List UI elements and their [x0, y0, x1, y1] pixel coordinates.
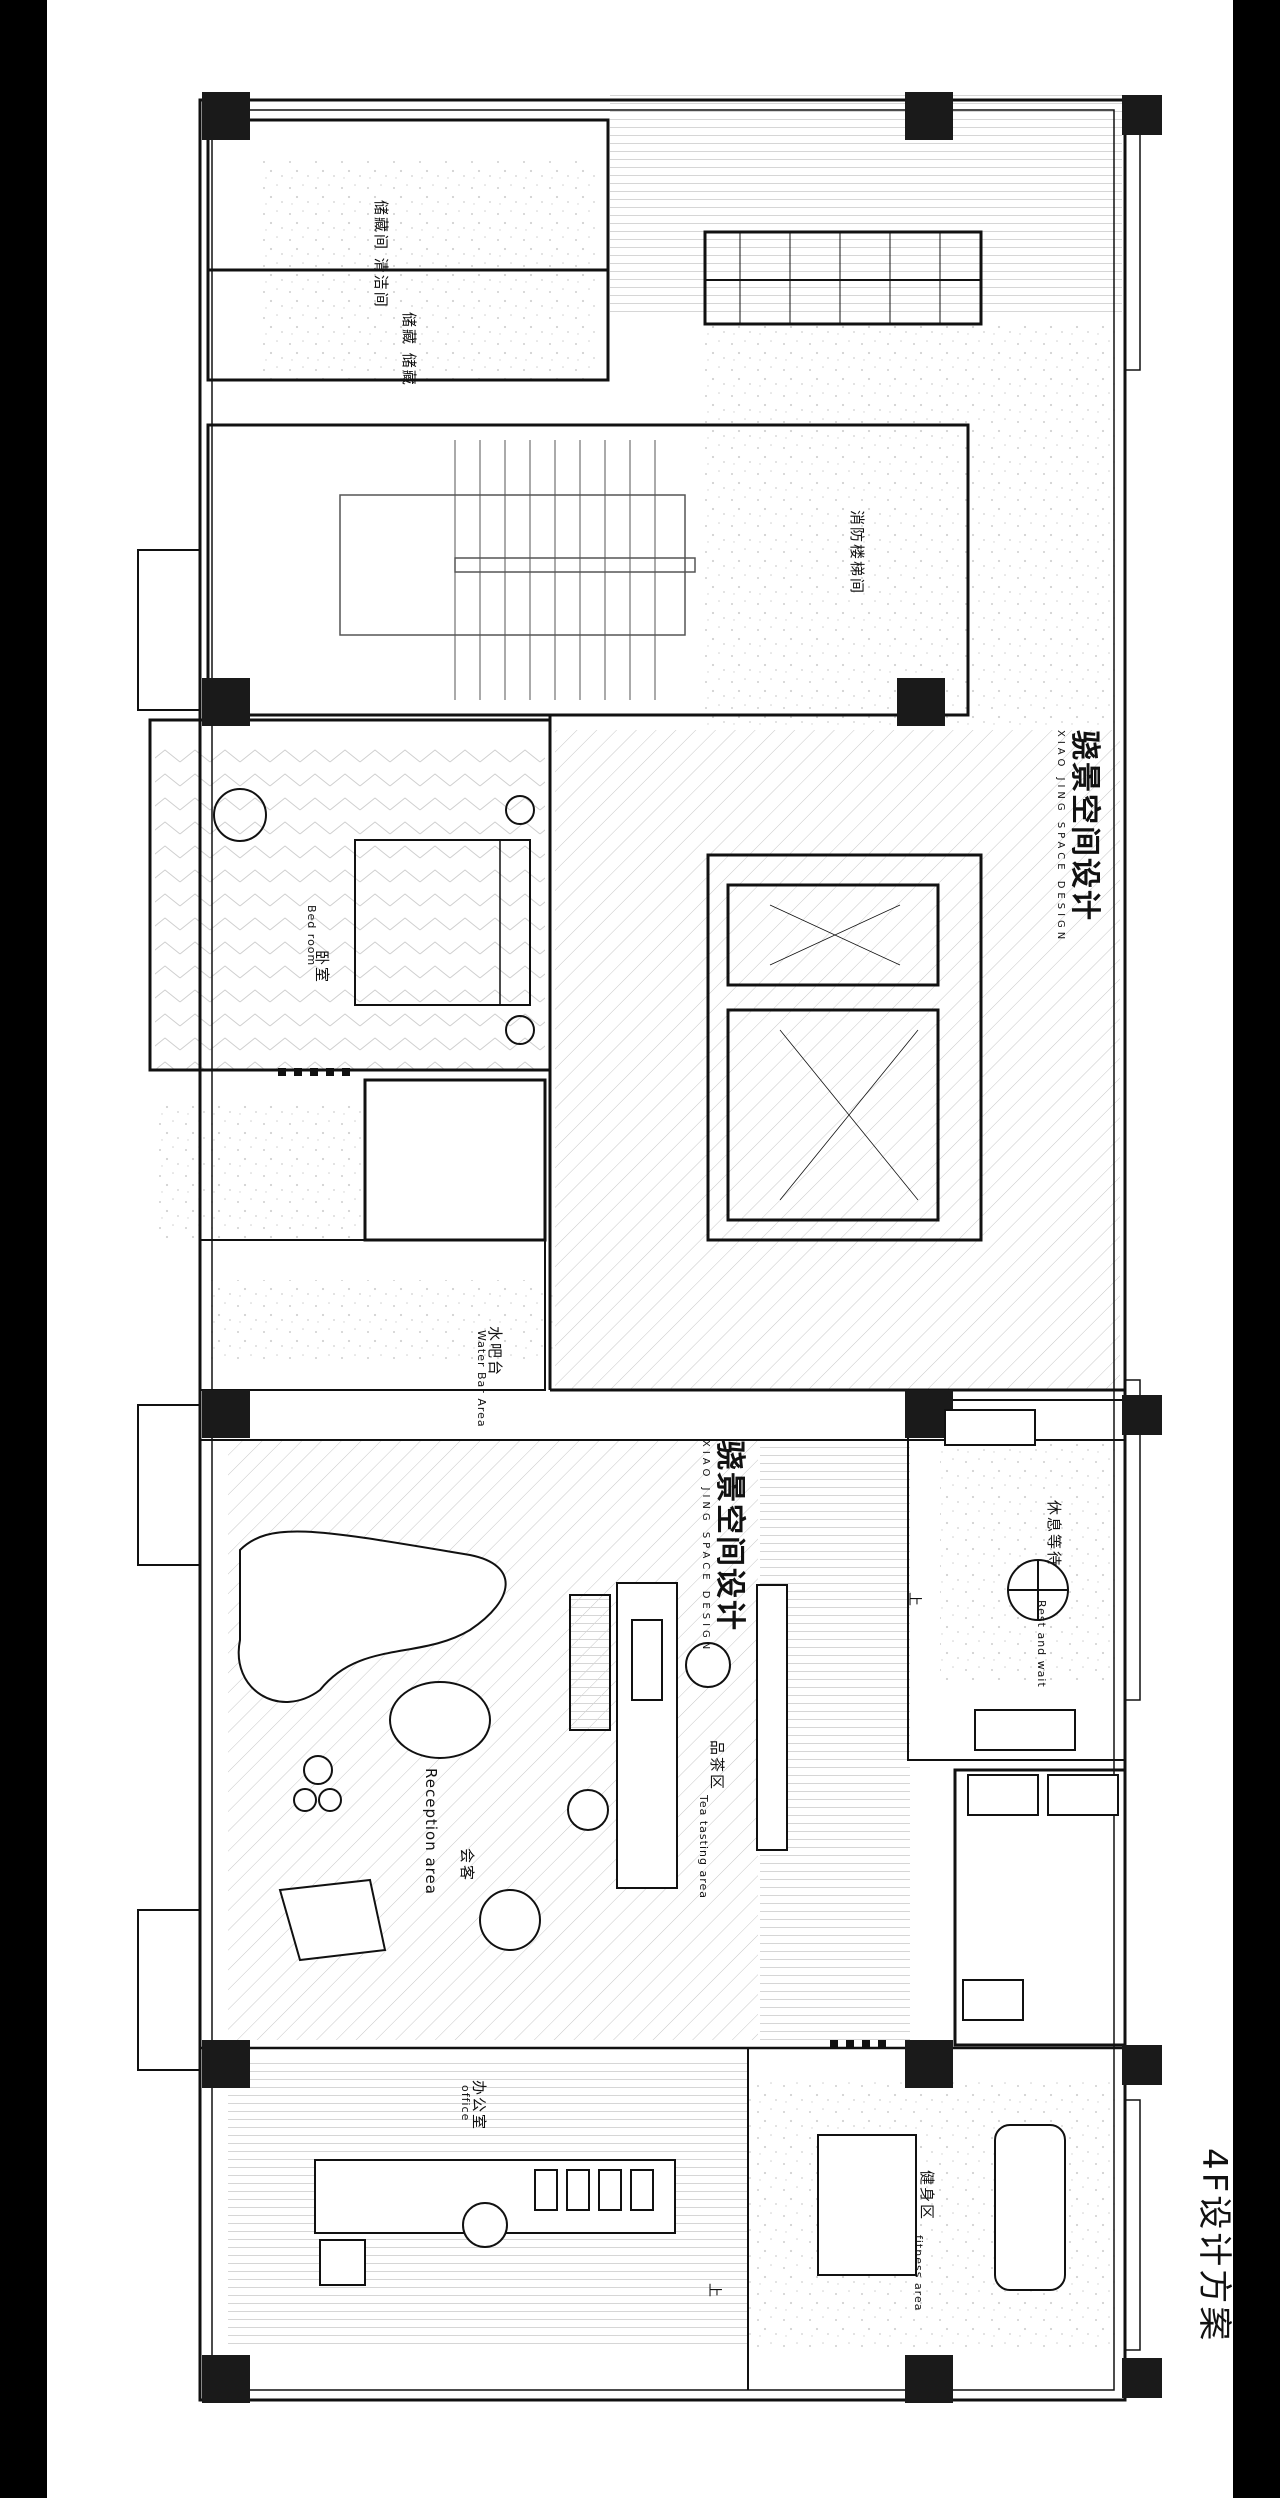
label-reception-en: Reception area: [422, 1768, 440, 1895]
walls: [137, 98, 1141, 2402]
label-office-cn: 办公室: [470, 2080, 488, 2132]
fitness-equipment: [817, 2124, 1066, 2291]
columns: [202, 92, 1162, 2403]
elevator-core: [706, 853, 983, 1242]
brand-name-cn: 骁景空间设计: [1067, 730, 1102, 922]
tea-bar: [569, 1582, 788, 1889]
right-border-band: [1233, 0, 1280, 2498]
label-office-en: office: [459, 2085, 472, 2122]
plan-title: 4F设计方案: [1194, 2148, 1234, 2344]
label-tea-en: Tea tasting area: [697, 1795, 710, 1899]
label-water-bar-cn: 水吧台: [486, 1326, 504, 1378]
left-border-band: [0, 0, 47, 2498]
label-reception-cn: 会客: [458, 1848, 476, 1883]
label-rest-wait-en: Rest and wait: [1035, 1600, 1048, 1688]
reception-furniture: [237, 1530, 609, 1962]
fire-staircase: [339, 440, 696, 700]
brand-mark-upper: 骁景空间设计 XIAO JING SPACE DESIGN: [1055, 730, 1110, 943]
brand-name-en: XIAO JING SPACE DESIGN: [1055, 730, 1066, 944]
label-fitness-cn: 健身区: [918, 2170, 936, 2222]
office-furniture: [314, 2159, 676, 2286]
label-fire-stair: 消防楼梯间: [848, 510, 866, 596]
label-tea-cn: 品茶区: [708, 1740, 726, 1792]
up-arrow-label-office: 上: [706, 2283, 722, 2297]
level-markers: [278, 1068, 886, 2048]
brand-name-en: XIAO JING SPACE DESIGN: [700, 1440, 711, 1654]
brand-mark-lower: 骁景空间设计 XIAO JING SPACE DESIGN: [700, 1440, 755, 1653]
label-storage-laundry: 储藏间 清洁间: [372, 200, 390, 309]
label-rest-wait-cn: 休息等待: [1045, 1500, 1063, 1569]
storage-shelves: [703, 230, 983, 326]
brand-name-cn: 骁景空间设计: [712, 1440, 747, 1632]
bedroom-furniture: [213, 788, 535, 1045]
label-water-bar-en: Water Bar Area: [475, 1330, 488, 1428]
label-storage-room: 储藏 储藏: [400, 312, 418, 387]
label-fitness-en: fitness area: [912, 2235, 925, 2312]
up-arrow-label-rest: 上: [906, 1592, 922, 1606]
label-bedroom-en: Bed room: [305, 905, 318, 967]
rest-area-furniture: [944, 1409, 1119, 2021]
